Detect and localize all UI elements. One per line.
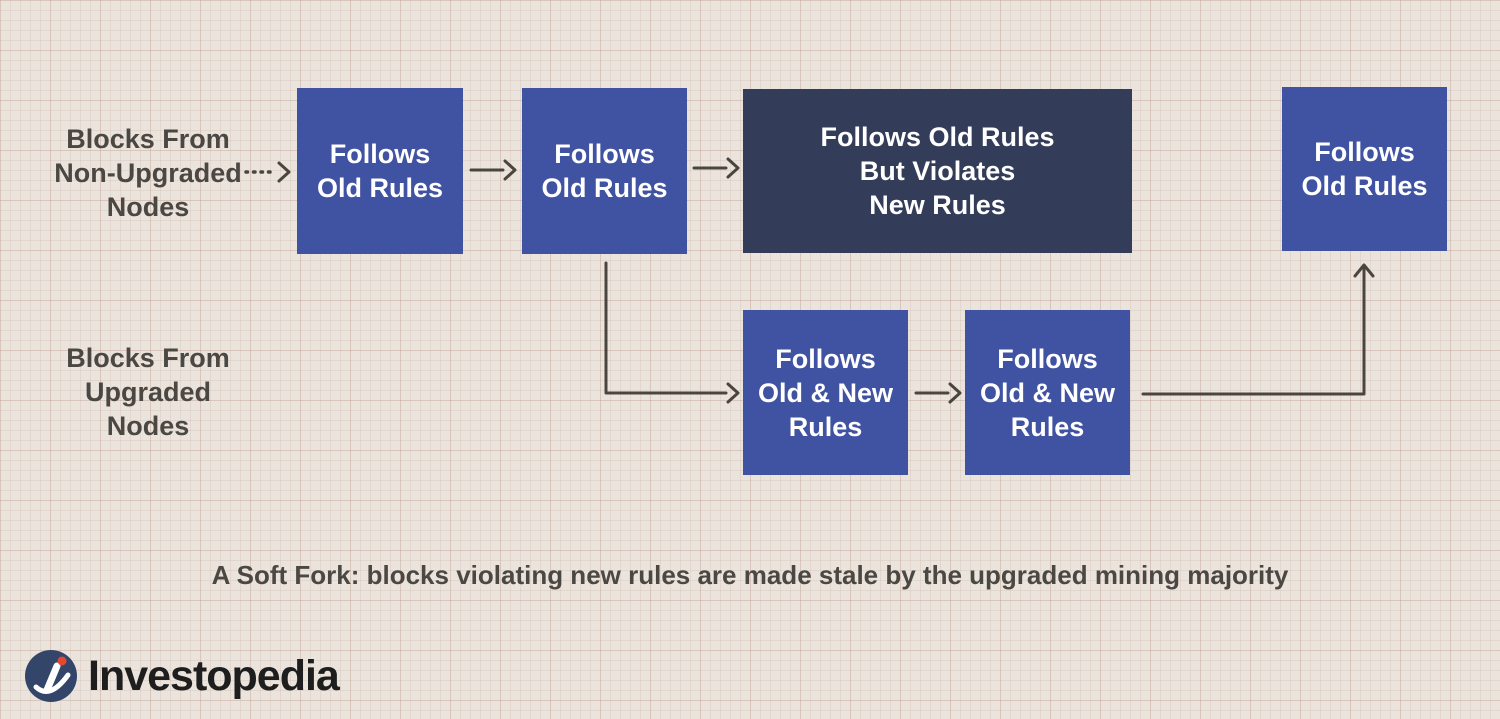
label-upgraded-nodes: Blocks From Upgraded Nodes <box>66 343 230 441</box>
node-follows-old-new-rules-1: Follows Old & New Rules <box>743 310 908 475</box>
node-follows-old-new-rules-2: Follows Old & New Rules <box>965 310 1130 475</box>
diagram-caption: A Soft Fork: blocks violating new rules … <box>211 560 1289 590</box>
arrow-right-icon <box>692 157 740 179</box>
elbow-down-right-arrow-icon <box>604 261 740 404</box>
arrow-right-icon <box>469 159 517 181</box>
investopedia-logo: Investopedia <box>24 648 340 704</box>
logo-red-dot <box>57 656 67 666</box>
label-non-upgraded-nodes: Blocks From Non-Upgraded Nodes <box>54 124 242 222</box>
node-follows-old-rules-2: Follows Old Rules <box>522 88 687 254</box>
node-violates-new-rules: Follows Old Rules But Violates New Rules <box>743 89 1132 253</box>
node-follows-old-rules-stale: Follows Old Rules <box>1282 87 1447 251</box>
node-follows-old-rules-1: Follows Old Rules <box>297 88 463 254</box>
investopedia-logo-icon <box>25 650 77 702</box>
investopedia-wordmark: Investopedia <box>88 652 340 700</box>
elbow-right-up-arrow-icon <box>1141 263 1375 396</box>
arrow-right-icon <box>914 382 962 404</box>
